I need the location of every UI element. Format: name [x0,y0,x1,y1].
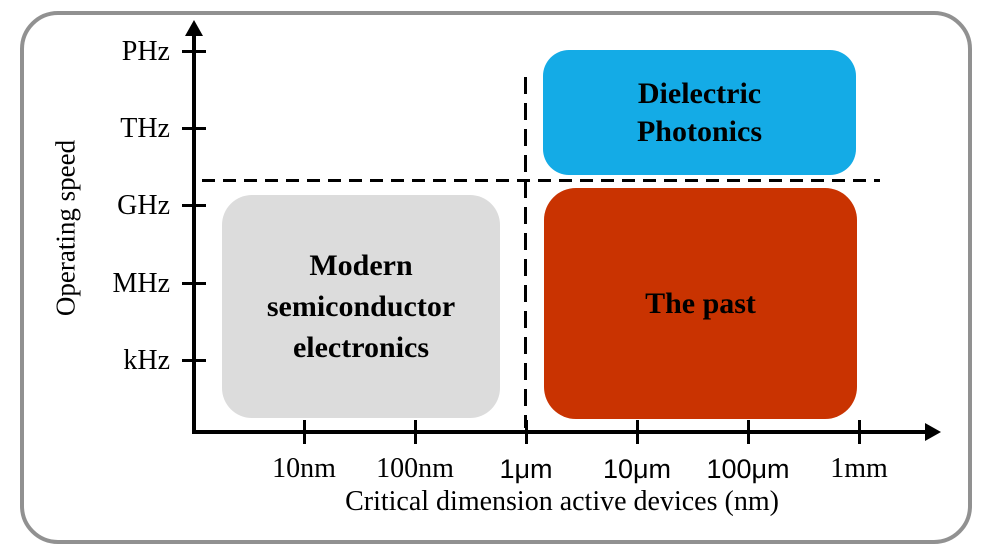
y-tick-mark [182,50,206,53]
region-dielectric-photonics: Dielectric Photonics [543,50,856,175]
x-tick-label: 1mm [830,453,888,484]
x-tick-label: 100μm [706,454,790,484]
x-tick-mark [636,420,639,444]
horizontal-dashed-threshold-line [202,179,880,182]
x-tick-mark [303,420,306,444]
region-modern-semiconductor-electronics: Modern semiconductor electronics [222,195,500,418]
y-tick-label: PHz [121,36,170,67]
x-tick-mark [414,420,417,444]
x-tick-label: 1μm [499,454,553,484]
region-the-past: The past [544,188,857,419]
x-axis-line [192,430,929,434]
x-tick-label: 10nm [272,453,336,484]
region-label-line: The past [645,286,756,320]
y-tick-label: kHz [123,345,170,376]
y-axis-line [192,28,196,434]
x-axis-arrow-icon [925,423,941,441]
region-label-line: electronics [292,331,430,364]
region-label-line: Dielectric [637,76,762,110]
region-label-line: semiconductor [266,290,456,323]
x-tick-mark [858,420,861,444]
y-axis-arrow-icon [185,20,203,36]
vertical-dashed-threshold-line [524,77,527,428]
x-axis-title: Critical dimension active devices (nm) [345,486,779,517]
region-label-line: Modern [309,249,413,282]
x-tick-mark [747,420,750,444]
x-tick-mark [525,420,528,444]
y-axis-title: Operating speed [50,139,81,317]
x-tick-label: 100nm [376,453,454,484]
y-tick-mark [182,359,206,362]
y-tick-mark [182,282,206,285]
y-tick-label: THz [120,113,170,144]
y-tick-mark [182,204,206,207]
y-tick-label: GHz [117,190,170,221]
x-tick-label: 10μm [602,454,672,484]
y-tick-mark [182,127,206,130]
y-tick-label: MHz [112,268,170,299]
region-label-line: Photonics [636,114,762,148]
